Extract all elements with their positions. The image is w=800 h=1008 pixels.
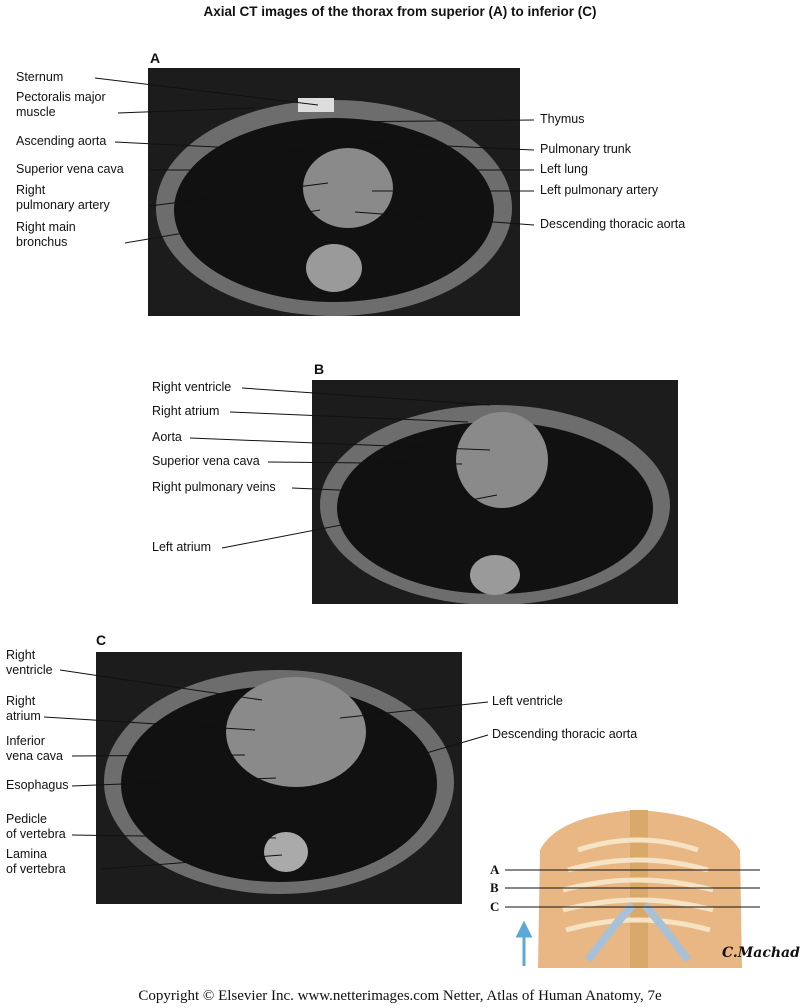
level-label-b: B [490, 880, 499, 895]
leader-line [267, 461, 463, 465]
label-b-left-0: Right ventricle [152, 380, 232, 394]
label-b-left-3: Superior vena cava [152, 454, 260, 468]
label-a-right-4: Descending thoracic aorta [540, 217, 686, 231]
leader-line [229, 411, 469, 423]
leader-line [59, 669, 263, 701]
leader-line [221, 494, 498, 549]
label-a-left-2: Ascending aorta [16, 134, 107, 148]
panel-letter-a: A [150, 50, 161, 66]
label-a-right-3: Left pulmonary artery [540, 183, 659, 197]
label-b-left-1: Right atrium [152, 404, 220, 418]
label-b-left-2: Aorta [152, 430, 182, 444]
leader-line [339, 701, 489, 719]
copyright: Copyright © Elsevier Inc. www.netterimag… [138, 988, 662, 1004]
leader-line [149, 182, 329, 207]
leader-line [71, 777, 277, 787]
leader-line [241, 387, 491, 406]
label-c-right-1: Descending thoracic aorta [492, 727, 638, 741]
leader-line [94, 77, 319, 106]
leader-line [329, 119, 535, 123]
panel-letter-b: B [314, 361, 325, 377]
label-b-left-4: Right pulmonary veins [152, 480, 276, 494]
leader-line [43, 716, 256, 731]
leader-line [354, 211, 535, 226]
label-a-left-0: Sternum [16, 70, 64, 84]
ct-image-b [312, 380, 678, 604]
leader-line [114, 141, 319, 153]
leader-line [357, 141, 535, 151]
signature: C.Machado [722, 945, 800, 961]
label-a-left-4: Right pulmonary artery [16, 183, 110, 212]
label-a-left-5: Right main bronchus [16, 220, 76, 249]
ct-image-a [148, 68, 520, 316]
leader-line [71, 834, 277, 839]
label-a-left-3: Superior vena cava [16, 162, 124, 176]
label-a-right-2: Left lung [540, 162, 588, 176]
label-c-left-5: Lamina of vertebra [6, 847, 66, 876]
figure-title: Axial CT images of the thorax from super… [203, 4, 597, 19]
level-label-c: C [490, 899, 500, 914]
label-c-left-2: Inferior vena cava [6, 734, 63, 763]
label-b-left-5: Left atrium [152, 540, 212, 554]
label-a-right-0: Thymus [540, 112, 585, 126]
leader-line [189, 437, 491, 451]
thorax-illustration [518, 810, 760, 968]
label-c-right-0: Left ventricle [492, 694, 563, 708]
up-arrow-icon [515, 920, 533, 966]
panel-letter-c: C [96, 632, 107, 648]
leader-line [124, 209, 321, 244]
label-a-left-1: Pectoralis major muscle [16, 90, 106, 119]
level-label-a: A [490, 862, 500, 877]
leader-line [299, 734, 489, 791]
label-c-left-3: Esophagus [6, 778, 69, 792]
label-c-left-1: Right atrium [6, 694, 41, 723]
label-c-left-0: Right ventricle [6, 648, 53, 677]
leader-line [71, 754, 246, 757]
leader-line [291, 487, 433, 495]
label-c-left-4: Pedicle of vertebra [6, 812, 66, 841]
leader-line [101, 854, 283, 870]
label-a-right-1: Pulmonary trunk [540, 142, 632, 156]
leader-line [117, 107, 256, 114]
